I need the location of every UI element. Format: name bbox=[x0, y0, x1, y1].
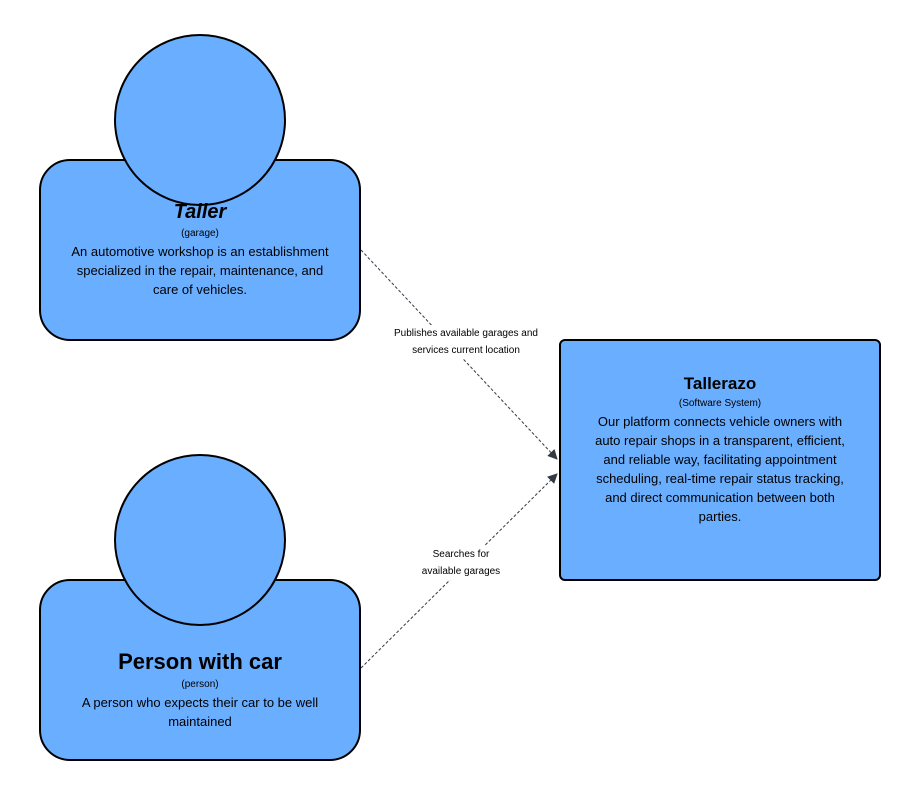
person-head bbox=[114, 454, 286, 626]
person-description: A person who expects their car to be wel… bbox=[81, 695, 319, 730]
node-person bbox=[39, 454, 361, 761]
system-description: Our platform connects vehicle owners wit… bbox=[595, 414, 845, 525]
node-taller bbox=[39, 34, 361, 341]
edge-taller-to-system bbox=[360, 249, 558, 460]
person-technology: (person) bbox=[181, 679, 219, 691]
edge-label-person-to-system: Searches for available garages bbox=[421, 546, 501, 580]
node-system bbox=[559, 339, 881, 581]
taller-title: Taller bbox=[173, 201, 227, 223]
system-title: Tallerazo bbox=[683, 374, 757, 393]
system-technology: (Software System) bbox=[678, 398, 762, 410]
taller-text: Taller (garage) An automotive workshop i… bbox=[70, 200, 330, 299]
edge-label-taller-to-system: Publishes available garages and services… bbox=[380, 325, 552, 359]
taller-technology: (garage) bbox=[181, 228, 219, 239]
person-text: Person with car (person) A person who ex… bbox=[70, 649, 330, 731]
taller-description: An automotive workshop is an establishme… bbox=[71, 244, 329, 297]
taller-head bbox=[114, 34, 286, 206]
system-text: Tallerazo (Software System) Our platform… bbox=[592, 374, 848, 526]
person-title: Person with car bbox=[118, 649, 282, 674]
